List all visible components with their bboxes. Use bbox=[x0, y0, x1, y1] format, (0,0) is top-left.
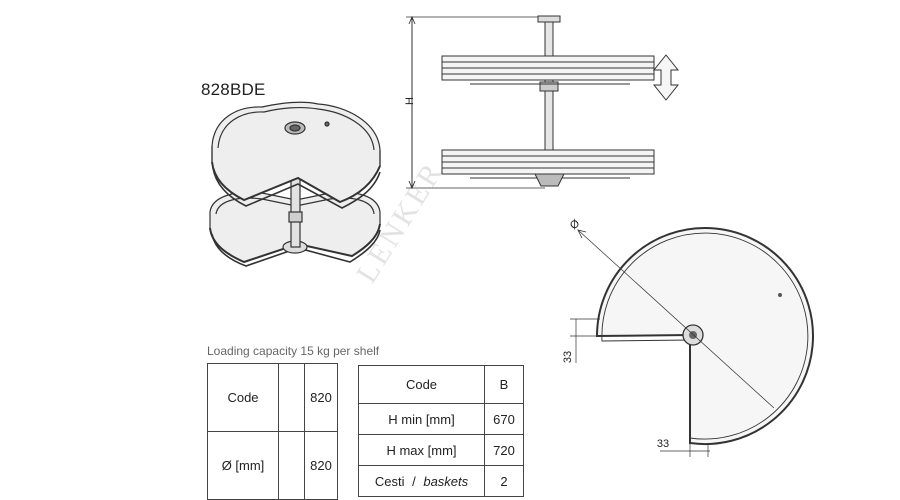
plan-view bbox=[570, 227, 814, 457]
table-header-label: Code bbox=[358, 365, 485, 404]
side-elevation bbox=[406, 15, 655, 190]
table-row: Cesti / baskets 2 bbox=[358, 465, 524, 497]
table-cell-label: Cesti / baskets bbox=[358, 465, 485, 497]
table-cell-label: Code bbox=[207, 363, 279, 432]
table-cell-value: 2 bbox=[484, 465, 524, 497]
spec-table: Code B H min [mm] 670 H max [mm] 720 Ces… bbox=[358, 365, 524, 497]
table-cell-spacer bbox=[278, 431, 305, 500]
table-cell-value: 820 bbox=[304, 431, 338, 500]
table-row: Ø [mm] 820 bbox=[207, 431, 338, 500]
table-cell-value: 670 bbox=[484, 403, 524, 435]
table-row: H min [mm] 670 bbox=[358, 403, 524, 435]
table-cell-spacer bbox=[278, 363, 305, 432]
table-cell-value: 820 bbox=[304, 363, 338, 432]
table-cell-value: 720 bbox=[484, 434, 524, 466]
table-header-value: B bbox=[484, 365, 524, 404]
table-header-row: Code B bbox=[358, 365, 524, 404]
baskets-label-en: baskets bbox=[423, 473, 469, 489]
table-cell-label: H min [mm] bbox=[358, 403, 485, 435]
baskets-label-sep: / bbox=[412, 473, 416, 489]
capacity-note: Loading capacity 15 kg per shelf bbox=[207, 344, 380, 358]
table-cell-label: Ø [mm] bbox=[207, 431, 279, 500]
size-table: Code 820 Ø [mm] 820 bbox=[207, 363, 338, 500]
table-row: Code 820 bbox=[207, 363, 338, 432]
table-cell-label: H max [mm] bbox=[358, 434, 485, 466]
baskets-label-it: Cesti bbox=[374, 473, 405, 489]
isometric-view bbox=[209, 101, 381, 267]
table-row: H max [mm] 720 bbox=[358, 434, 524, 466]
bottom-offset-label: 33 bbox=[657, 438, 669, 450]
height-adjust-arrow-icon bbox=[652, 54, 680, 101]
side-offset-label: 33 bbox=[562, 351, 574, 363]
diameter-dimension-label: Ø bbox=[568, 217, 583, 232]
height-dimension-label: H bbox=[404, 97, 416, 105]
upper-tray bbox=[211, 101, 381, 209]
model-code: 828BDE bbox=[201, 80, 266, 99]
